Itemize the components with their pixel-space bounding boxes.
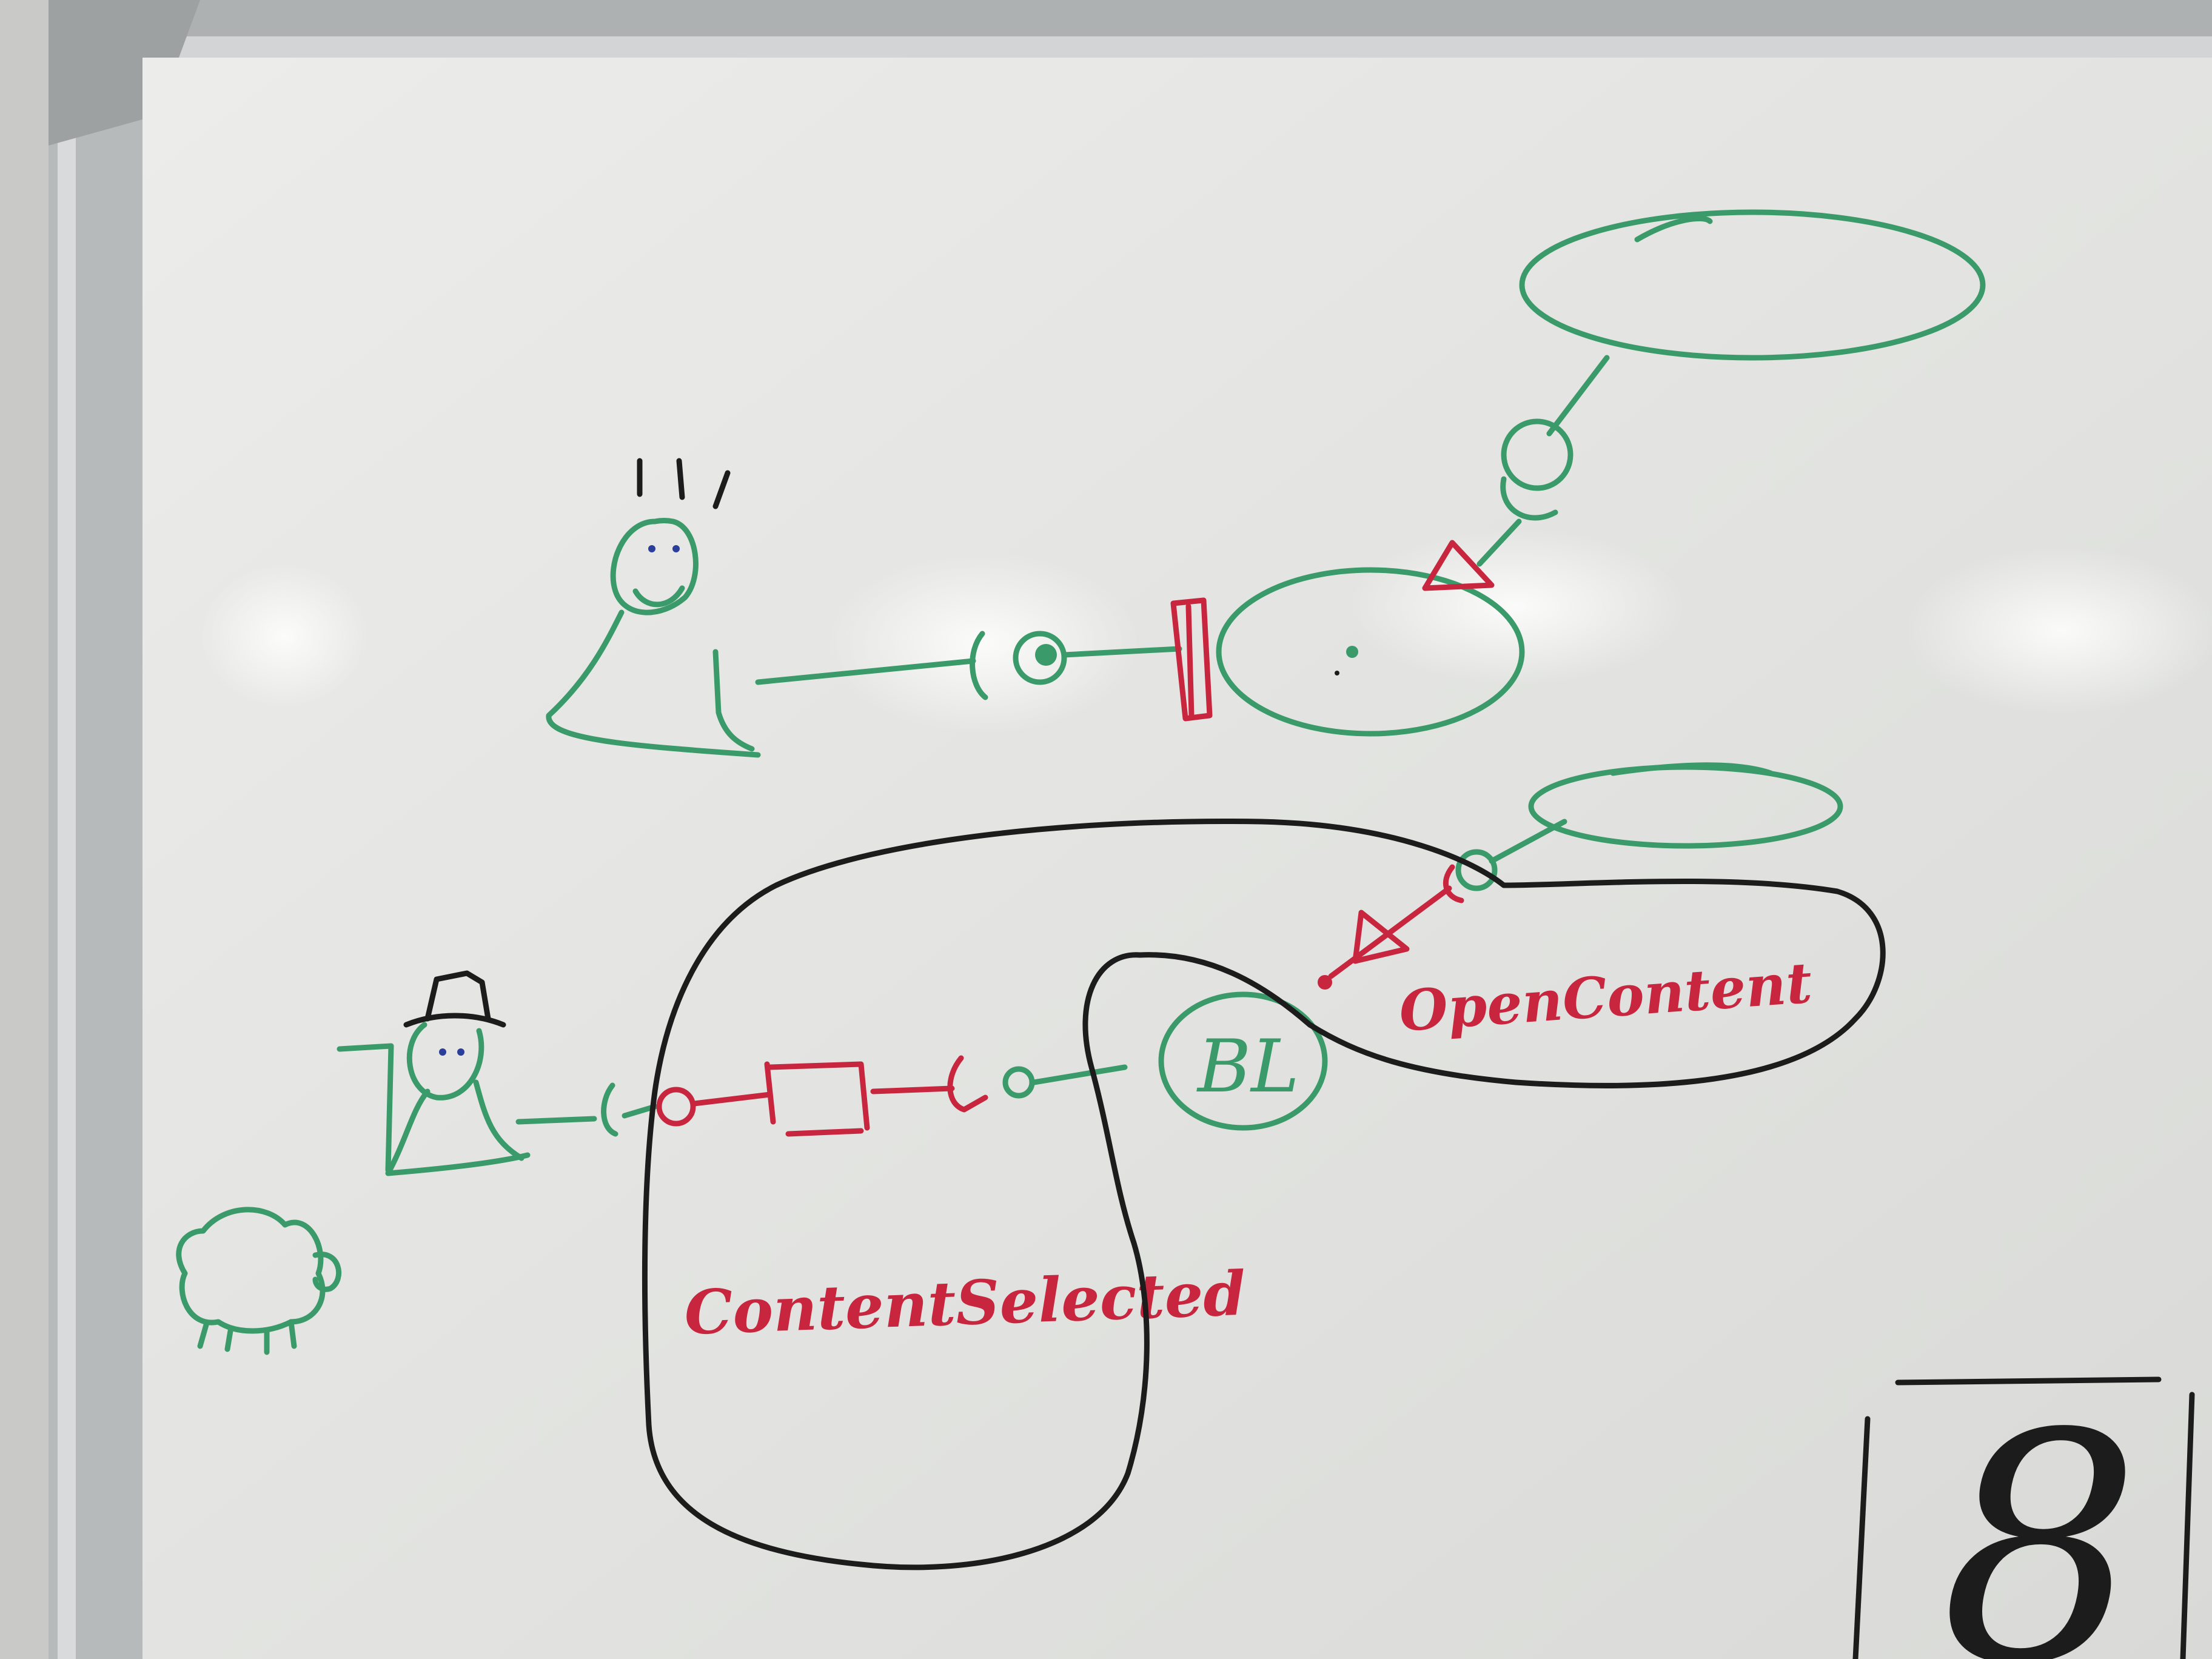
bottom-arrow-icon — [1352, 910, 1410, 964]
bl-component-label: BL — [1196, 1025, 1299, 1109]
corner-drawing: 8 — [1852, 1366, 2195, 1659]
top-arrow-icon — [1422, 540, 1495, 591]
top-right-ellipse — [1519, 209, 1986, 361]
bottom-port-icon — [764, 1061, 870, 1137]
top-connector-line — [755, 658, 976, 685]
corner-digit: 8 — [1940, 1366, 2141, 1659]
top-socket-icon — [970, 631, 988, 700]
bl-component: BL — [1158, 991, 1328, 1131]
top-right-ball-icon — [1501, 418, 1574, 491]
top-ball-icon — [1013, 631, 1067, 685]
bottom-connector-chain — [515, 1055, 1128, 1137]
light-glare — [200, 528, 2212, 734]
top-component-ellipse — [1216, 567, 1525, 737]
hat-user-icon — [337, 970, 531, 1176]
board-surface — [142, 58, 2212, 1659]
smiley-user-icon — [546, 458, 761, 758]
top-port-icon — [1170, 597, 1213, 722]
sheep-icon — [176, 1207, 342, 1355]
black-blob-outline — [642, 818, 1886, 1570]
